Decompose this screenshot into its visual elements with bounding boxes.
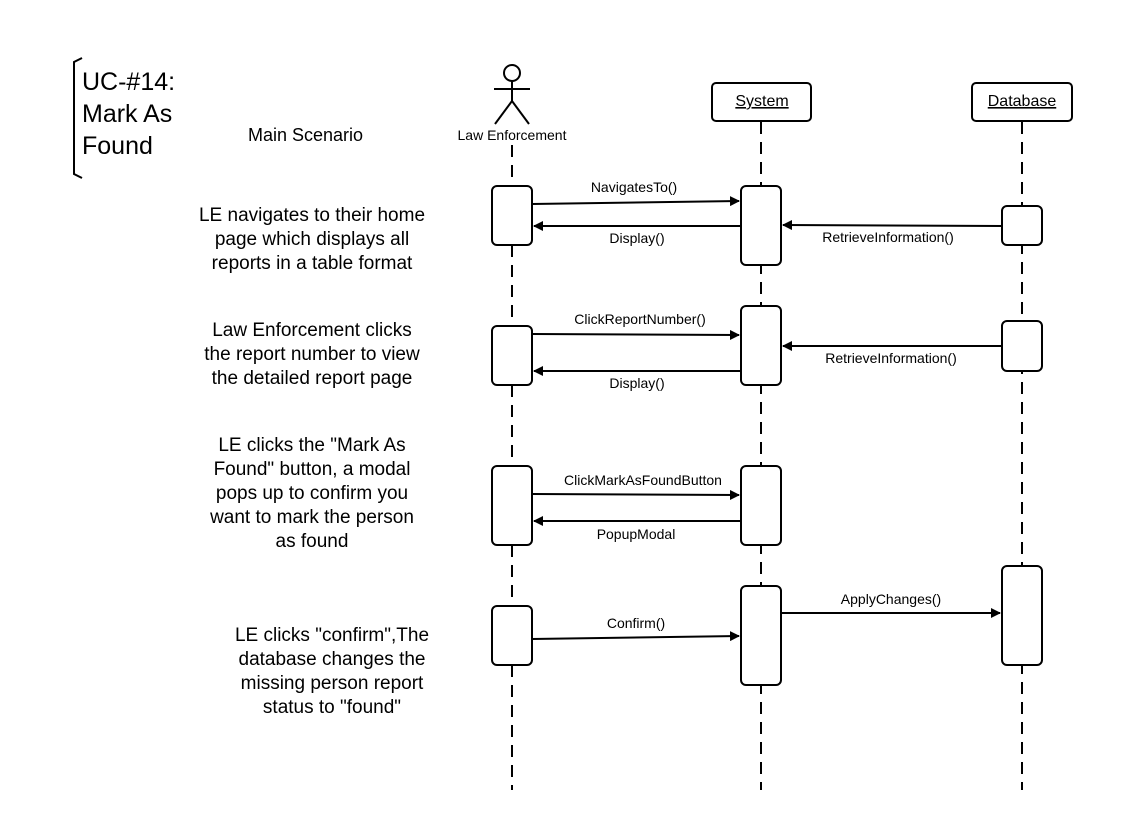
activation-le-1 bbox=[491, 185, 533, 246]
activation-database-3 bbox=[1001, 565, 1043, 666]
message-label-popupmodal: PopupModal bbox=[597, 526, 676, 542]
step-description-1: LE navigates to their home page which di… bbox=[198, 205, 426, 274]
activation-database-1 bbox=[1001, 205, 1043, 246]
message-arrow-clickmarkasfound bbox=[531, 489, 740, 500]
actor-label-database: Database bbox=[988, 93, 1057, 110]
activation-system-1 bbox=[740, 185, 782, 266]
message-label-retrieve-1: RetrieveInformation() bbox=[822, 229, 954, 245]
message-arrow-clickreportnumber bbox=[531, 329, 740, 340]
message-arrow-retrieve-1 bbox=[782, 220, 1003, 231]
actor-stick-figure-icon bbox=[494, 64, 530, 125]
database-header-box bbox=[971, 82, 1073, 122]
step-description-4: LE clicks "confirm",The database changes… bbox=[234, 625, 430, 718]
actor-label-law-enforcement: Law Enforcement bbox=[458, 127, 567, 143]
title-bracket bbox=[73, 57, 83, 179]
system-header-box bbox=[711, 82, 812, 122]
diagram-title: UC-#14: Mark As Found bbox=[82, 68, 176, 160]
activation-le-4 bbox=[491, 605, 533, 666]
scenario-label: Main Scenario bbox=[248, 125, 364, 145]
message-label-retrieve-2: RetrieveInformation() bbox=[825, 350, 957, 366]
activation-le-2 bbox=[491, 325, 533, 386]
activation-system-3 bbox=[740, 465, 782, 546]
message-label-clickmarkasfound: ClickMarkAsFoundButton bbox=[564, 472, 722, 488]
step-description-3: LE clicks the "Mark As Found" button, a … bbox=[210, 435, 414, 552]
actor-label-system: System bbox=[735, 93, 788, 110]
activation-le-3 bbox=[491, 465, 533, 546]
message-label-clickreportnumber: ClickReportNumber() bbox=[574, 311, 705, 327]
message-label-navigatesto: NavigatesTo() bbox=[591, 179, 677, 195]
message-label-display-1: Display() bbox=[609, 230, 664, 246]
message-arrow-confirm bbox=[531, 631, 740, 642]
activation-database-2 bbox=[1001, 320, 1043, 372]
message-label-confirm: Confirm() bbox=[607, 615, 665, 631]
message-label-display-2: Display() bbox=[609, 375, 664, 391]
step-description-2: Law Enforcement clicks the report number… bbox=[204, 320, 420, 389]
message-label-applychanges: ApplyChanges() bbox=[841, 591, 941, 607]
activation-system-4 bbox=[740, 585, 782, 686]
message-arrow-navigatesto bbox=[531, 196, 740, 207]
activation-system-2 bbox=[740, 305, 782, 386]
